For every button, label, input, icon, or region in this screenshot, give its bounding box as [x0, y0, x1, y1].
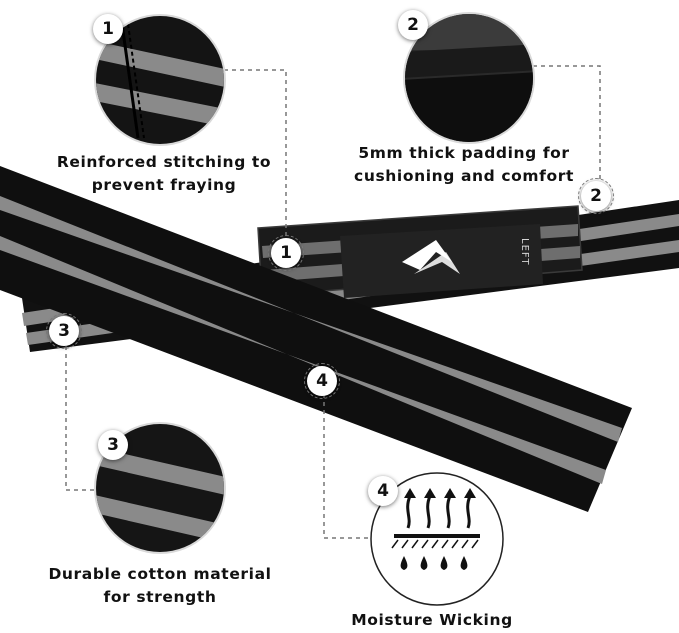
leader-line-4	[323, 394, 372, 539]
caption-padding-line-1: 5mm thick padding for	[358, 144, 570, 162]
caption-cotton-line-1: Durable cotton material	[48, 565, 272, 583]
leader-line-3	[65, 346, 96, 491]
front-strap-stripe-2	[0, 236, 606, 484]
caption-stitching: Reinforced stitching to prevent fraying	[44, 151, 284, 197]
front-strap-stripe-1	[0, 196, 622, 442]
badge-2-strap: 2	[578, 178, 614, 214]
detail-circle-padding	[403, 12, 535, 144]
detail-circle-moisture	[370, 472, 504, 606]
badge-1-detail: 1	[93, 14, 123, 44]
brand-logo-icon	[402, 240, 460, 274]
caption-stitching-line-1: Reinforced stitching to	[56, 153, 272, 171]
caption-stitching-line-2: prevent fraying	[91, 176, 237, 194]
moisture-wicking-icon	[391, 488, 480, 570]
caption-padding-line-2: cushioning and comfort	[354, 167, 574, 185]
badge-3-detail: 3	[98, 430, 128, 460]
badge-1-strap: 1	[268, 235, 304, 271]
front-strap	[0, 166, 632, 512]
caption-moisture-line-1: Moisture Wicking	[351, 611, 513, 629]
caption-padding: 5mm thick padding for cushioning and com…	[340, 142, 588, 188]
badge-4-strap: 4	[304, 363, 340, 399]
caption-moisture: Moisture Wicking	[332, 609, 532, 632]
badge-4-detail: 4	[368, 476, 398, 506]
strap-left-label: LEFT	[519, 238, 530, 266]
callout-leader-lines	[65, 65, 601, 539]
badge-2-detail: 2	[398, 10, 428, 40]
badge-3-strap: 3	[46, 313, 82, 349]
caption-cotton: Durable cotton material for strength	[36, 563, 284, 609]
caption-cotton-line-2: for strength	[103, 588, 217, 606]
leader-line-2	[533, 65, 601, 186]
